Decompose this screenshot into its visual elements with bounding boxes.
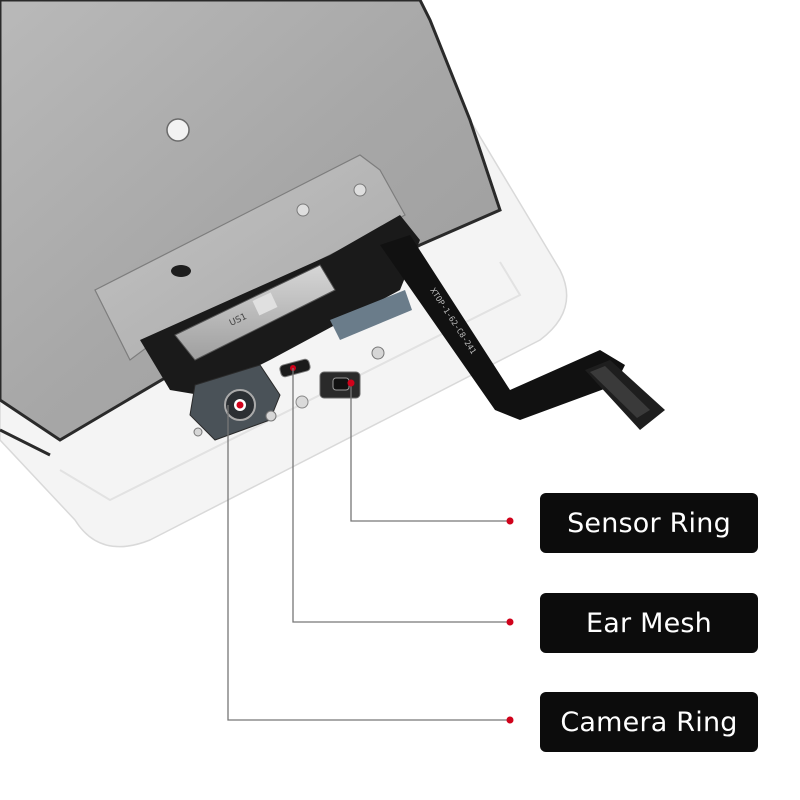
sensor-source-dot — [347, 379, 355, 387]
callout-lines — [227, 368, 510, 721]
ear-end-dot — [506, 618, 514, 626]
front-camera-bracket — [189, 364, 281, 441]
callout-dots — [236, 379, 514, 724]
camera-ring-label: Camera Ring — [540, 692, 758, 752]
camera-ring-label-text: Camera Ring — [560, 706, 738, 738]
camera-source-dot — [236, 401, 244, 409]
sensor-ring-part — [295, 346, 385, 409]
ear-mesh-label-text: Ear Mesh — [586, 607, 712, 639]
sensor-end-dot — [506, 517, 514, 525]
front-flex-assembly: US1 — [140, 215, 420, 395]
ear-mesh-label: Ear Mesh — [540, 593, 758, 653]
sensor-ring-label-text: Sensor Ring — [567, 507, 731, 539]
sensor-callout-line — [350, 383, 510, 522]
camera-callout-line — [227, 405, 510, 721]
ear-callout-line — [292, 368, 510, 623]
camera-end-dot — [506, 716, 514, 724]
sensor-ring-label: Sensor Ring — [540, 493, 758, 553]
raised-shield-plate — [94, 154, 406, 361]
